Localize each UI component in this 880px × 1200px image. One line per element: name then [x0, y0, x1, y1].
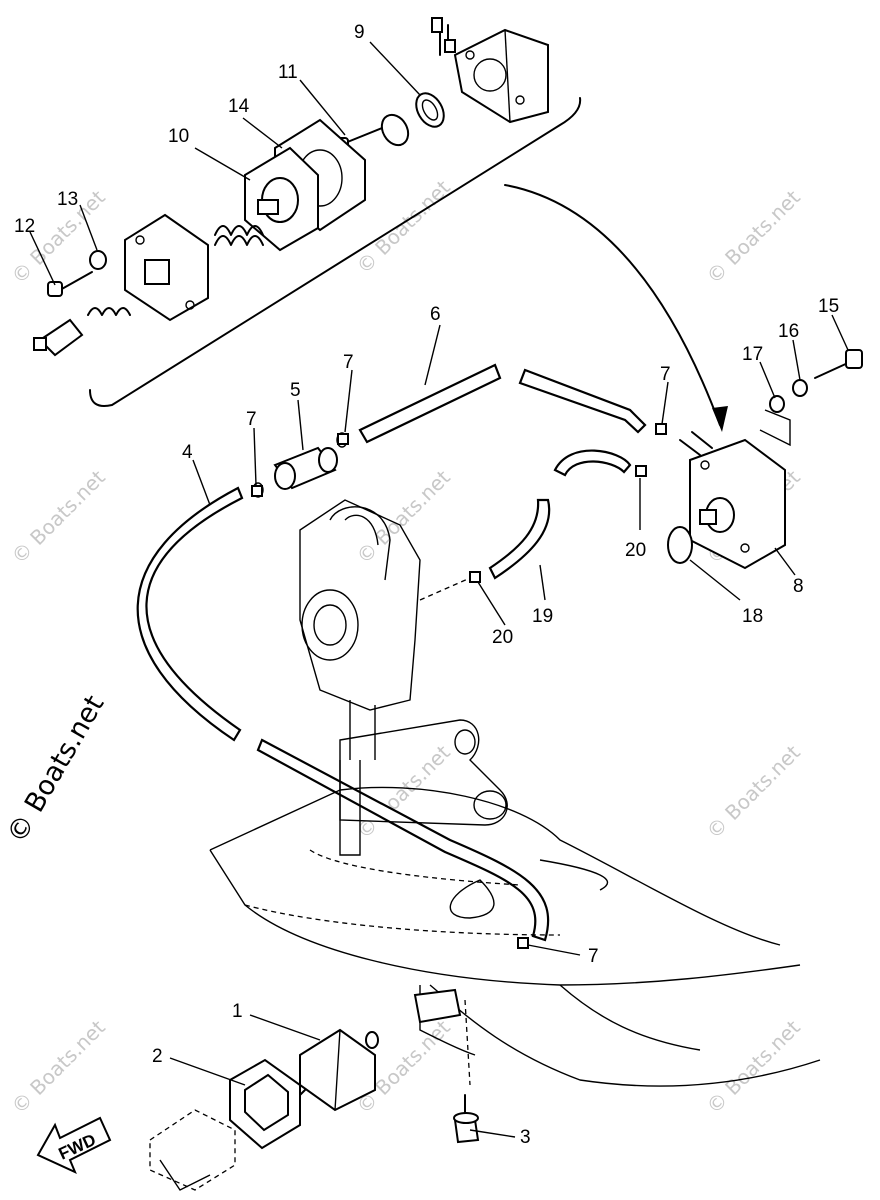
callout-9: 9: [354, 22, 365, 43]
check-valve-part: [33, 318, 84, 357]
callout-2: 2: [152, 1046, 163, 1067]
diaphragm-assembly-part: [244, 146, 319, 252]
fuel-hose-6: [358, 363, 502, 444]
callout-16: 16: [778, 321, 799, 342]
callout-7: 7: [246, 409, 257, 430]
callout-7: 7: [343, 352, 354, 373]
callout-12: 12: [14, 216, 35, 237]
leader-lines: [29, 41, 849, 1138]
callout-20: 20: [492, 627, 513, 648]
callout-3: 3: [520, 1127, 531, 1148]
callout-1: 1: [232, 1001, 243, 1022]
copyright-watermark: © Boats.net: [1, 690, 110, 848]
pump-body-part: [124, 213, 209, 322]
callout-13: 13: [57, 189, 78, 210]
lower-cowling: [209, 786, 821, 1087]
callout-11: 11: [278, 62, 298, 83]
callout-10: 10: [168, 126, 189, 147]
pump-bolt-part: [769, 349, 863, 413]
hose-clamps: [251, 423, 667, 949]
o-ring-part: [667, 526, 693, 564]
watermark-layer: © Boats.net © Boats.net © Boats.net © Bo…: [7, 175, 805, 1118]
callout-5: 5: [290, 380, 301, 401]
exploded-view-frame: [89, 97, 582, 407]
carburetor-ghost: [299, 499, 471, 760]
small-spring-part: [87, 307, 131, 316]
watermark: © Boats.net: [7, 465, 110, 568]
callout-19: 19: [532, 606, 553, 627]
pump-cover-part: [431, 17, 549, 124]
watermark: © Boats.net: [702, 185, 805, 288]
callout-17: 17: [742, 344, 763, 365]
callout-4: 4: [182, 442, 193, 463]
callout-6: 6: [430, 304, 441, 325]
callout-14: 14: [228, 96, 250, 117]
callout-18: 18: [742, 606, 763, 627]
washer-part: [89, 250, 107, 270]
watermark: © Boats.net: [702, 1015, 805, 1118]
grommet-part: [229, 1058, 301, 1150]
fuel-hose-6: [518, 368, 647, 434]
callout-7: 7: [660, 364, 671, 385]
fuel-pump-assembly: [679, 431, 786, 570]
exploded-view-arrow: [504, 184, 721, 426]
callout-20: 20: [625, 540, 646, 561]
watermark: © Boats.net: [7, 1015, 110, 1118]
callout-15: 15: [818, 296, 839, 317]
ring-clip-part: [415, 92, 445, 128]
forward-direction-arrow: FWD: [36, 1116, 112, 1174]
watermark: © Boats.net: [352, 465, 455, 568]
fuel-filter-part: [252, 432, 348, 498]
leader-bracket: [759, 409, 791, 447]
arrow-head: [712, 406, 728, 432]
watermark: © Boats.net: [352, 175, 455, 278]
fuel-hose-4: [136, 486, 244, 742]
intake-ghost: [339, 719, 508, 856]
drain-bolt-part: [453, 1094, 480, 1144]
callout-8: 8: [793, 576, 804, 597]
screw-part: [47, 271, 93, 297]
fuel-hose-4: [256, 738, 550, 942]
callout-labels: 1 2 3 4 5 6 7 7 7 7 7 8 9 10 11 12 13 14…: [14, 22, 839, 1148]
connector-plug-ghost: [149, 1109, 236, 1191]
callout-7: 7: [588, 946, 599, 967]
fuel-hose-19: [553, 449, 632, 477]
spring-part: [214, 225, 264, 246]
fuel-hose-19: [488, 498, 551, 580]
watermark: © Boats.net: [702, 740, 805, 843]
